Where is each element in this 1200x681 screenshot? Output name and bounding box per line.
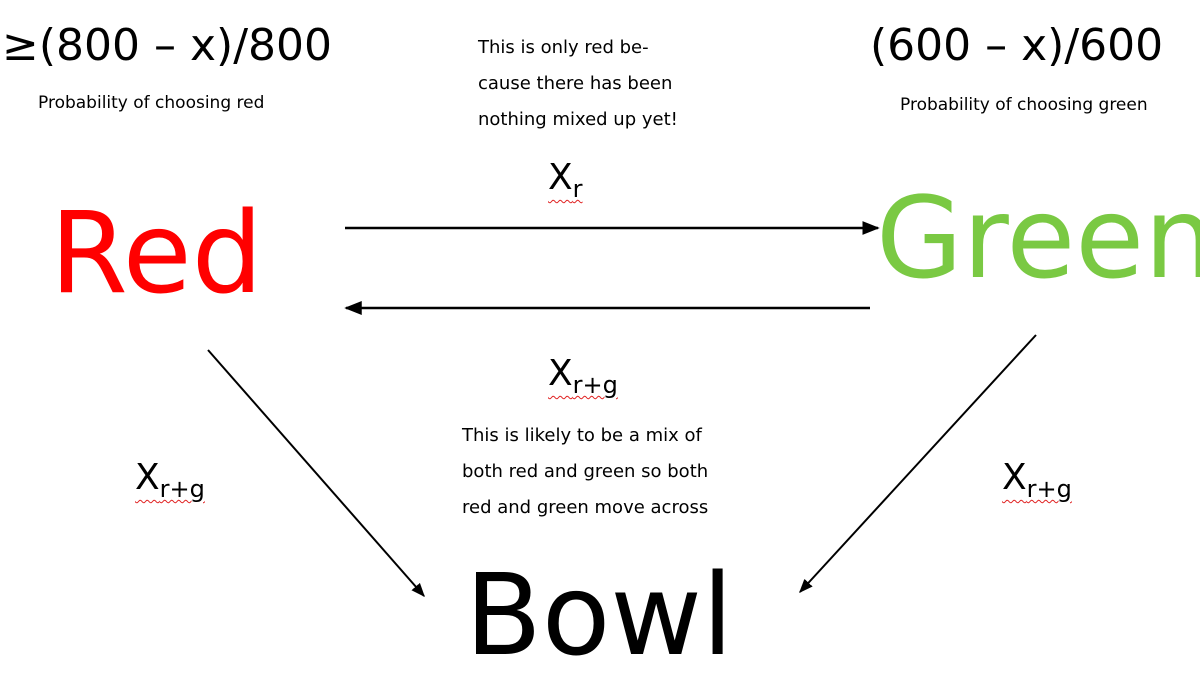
middle-note: This is likely to be a mix of both red a… — [462, 418, 708, 526]
bowl-node-label: Bowl — [465, 551, 734, 681]
green-node-label: Green — [876, 174, 1200, 304]
top-note-line: cause there has been — [478, 73, 673, 94]
middle-note-line: both red and green so both — [462, 461, 709, 482]
flow-label-green-to-red: Xr+g — [548, 353, 618, 399]
flow-label-green-to-bowl: Xr+g — [1002, 457, 1072, 503]
top-note: This is only red be- cause there has bee… — [478, 30, 678, 138]
top-note-line: nothing mixed up yet! — [478, 109, 678, 130]
arrow-green-to-bowl — [799, 334, 1037, 594]
green-probability-caption: Probability of choosing green — [900, 95, 1148, 115]
green-probability-formula: (600 – x)/600 — [870, 20, 1164, 71]
middle-note-line: This is likely to be a mix of — [462, 425, 702, 446]
middle-note-line: red and green move across — [462, 497, 709, 518]
red-node-label: Red — [50, 189, 263, 319]
red-probability-formula: ≥(800 – x)/800 — [2, 20, 332, 71]
top-note-line: This is only red be- — [478, 37, 649, 58]
arrow-red-to-bowl — [207, 349, 425, 598]
flow-label-red-to-green: Xr — [548, 157, 583, 203]
red-probability-caption: Probability of choosing red — [38, 93, 265, 113]
flow-label-red-to-bowl: Xr+g — [135, 457, 205, 503]
